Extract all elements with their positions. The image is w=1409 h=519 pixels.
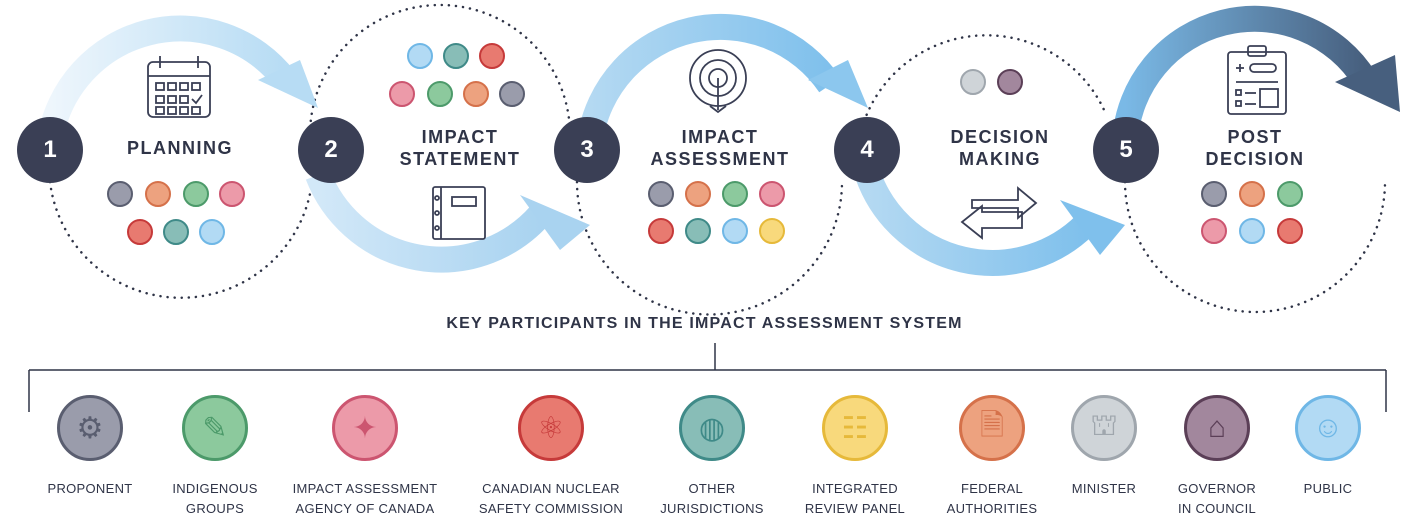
calendar-icon <box>147 56 211 118</box>
stage-4-participant-dot <box>997 69 1023 95</box>
stage-4-number: 4 <box>834 117 900 183</box>
stage-2-participant-dot <box>479 43 505 69</box>
stage-1-participant-dot <box>183 181 209 207</box>
stage-2-participant-dot <box>499 81 525 107</box>
stage-3-label: IMPACT ASSESSMENT <box>650 127 790 169</box>
arrow-5-out <box>1112 5 1377 142</box>
target-icon <box>689 49 747 114</box>
arrow-4-5 <box>855 170 1095 276</box>
feather-icon: ✎ <box>202 411 228 445</box>
participant-canadian-nuclear-safety-commission: ⚛ CANADIAN NUCLEAR SAFETY COMMISSION <box>476 395 626 519</box>
stage-3-participant-dot <box>685 181 711 207</box>
atom-icon: ⚛ <box>537 411 565 445</box>
clipboard-checklist-icon <box>1227 45 1287 115</box>
participant-label: INTEGRATED REVIEW PANEL <box>804 481 906 516</box>
document-search-icon: 🗎 <box>979 408 1005 442</box>
participant-governor-in-council: ⌂ GOVERNOR IN COUNCIL <box>1142 395 1292 519</box>
stage-5-participant-dot <box>1201 218 1227 244</box>
stage-2-participant-dot <box>389 81 415 107</box>
stage-1-participant-dot <box>219 181 245 207</box>
stage-5-participant-dot <box>1277 218 1303 244</box>
stage-5-participant-dot <box>1277 181 1303 207</box>
participant-label: MINISTER <box>1071 481 1137 496</box>
arrow-2-3 <box>305 170 550 273</box>
stage-2-number: 2 <box>298 117 364 183</box>
stage-1-participant-dot <box>107 181 133 207</box>
participant-badge: ☺ <box>1295 395 1361 461</box>
stage-1-participant-dot <box>199 219 225 245</box>
participant-public: ☺ PUBLIC <box>1253 395 1403 499</box>
parliament-tower-icon: ⛫ <box>1090 409 1118 442</box>
stage-5-number: 5 <box>1093 117 1159 183</box>
stage-5-participant-dot <box>1201 181 1227 207</box>
stage-2-participant-dot <box>463 81 489 107</box>
stage-1-label: PLANNING <box>127 138 233 158</box>
stage-1-participant-dot <box>127 219 153 245</box>
participant-label: INDIGENOUS GROUPS <box>172 481 258 516</box>
stage-3-participant-dot <box>759 181 785 207</box>
participant-label: OTHER JURISDICTIONS <box>660 481 764 516</box>
stage-4-label: DECISION MAKING <box>950 127 1050 169</box>
flow-arrows <box>37 5 1400 276</box>
stage-5-participant-dot <box>1239 181 1265 207</box>
gear-icon: ⚙ <box>76 411 104 445</box>
participant-badge: ⌂ <box>1184 395 1250 461</box>
maple-leaf-icon: ✦ <box>352 411 378 445</box>
arrow-3-4 <box>577 13 841 143</box>
participant-other-jurisdictions: ◍ OTHER JURISDICTIONS <box>637 395 787 519</box>
panel-people-icon: ☷ <box>841 411 869 445</box>
stage-3-participant-dot <box>648 218 674 244</box>
stage-1-participant-dot <box>145 181 171 207</box>
stage-3-participant-dot <box>759 218 785 244</box>
participant-federal-authorities: 🗎 FEDERAL AUTHORITIES <box>917 395 1067 519</box>
participant-label: CANADIAN NUCLEAR SAFETY COMMISSION <box>478 481 624 516</box>
stage-5-participant-dot <box>1239 218 1265 244</box>
participant-integrated-review-panel: ☷ INTEGRATED REVIEW PANEL <box>780 395 930 519</box>
participant-badge: ⚛ <box>518 395 584 461</box>
participant-badge: ✦ <box>332 395 398 461</box>
participant-badge: 🗎 <box>959 395 1025 461</box>
stage-2-label: IMPACT STATEMENT <box>399 127 521 169</box>
dotted-connectors <box>48 3 1387 316</box>
stage-5-label: POST DECISION <box>1205 127 1305 169</box>
stage-1-number: 1 <box>17 117 83 183</box>
participant-label: FEDERAL AUTHORITIES <box>946 481 1038 516</box>
exchange-arrows-icon <box>960 186 1038 240</box>
participant-indigenous-groups: ✎ INDIGENOUS GROUPS <box>140 395 290 519</box>
participant-badge: ⛫ <box>1071 395 1137 461</box>
stage-2-participant-dot <box>443 43 469 69</box>
stage-3-number: 3 <box>554 117 620 183</box>
stage-3-participant-dot <box>685 218 711 244</box>
participant-impact-assessment-agency-of-canada: ✦ IMPACT ASSESSMENT AGENCY OF CANADA <box>290 395 440 519</box>
participant-badge: ⚙ <box>57 395 123 461</box>
participant-badge: ◍ <box>679 395 745 461</box>
section-title: KEY PARTICIPANTS IN THE IMPACT ASSESSMEN… <box>446 315 963 332</box>
stage-2-participant-dot <box>427 81 453 107</box>
stage-4-participant-dot <box>960 69 986 95</box>
notebook-icon <box>432 186 486 240</box>
participant-label: IMPACT ASSESSMENT AGENCY OF CANADA <box>292 481 438 516</box>
participant-minister: ⛫ MINISTER <box>1029 395 1179 499</box>
participant-label: PROPONENT <box>47 481 133 496</box>
people-group-icon: ☺ <box>1312 411 1344 444</box>
stage-3-participant-dot <box>648 181 674 207</box>
participant-proponent: ⚙ PROPONENT <box>15 395 165 499</box>
globe-icon: ◍ <box>698 411 726 445</box>
participant-label: GOVERNOR IN COUNCIL <box>1177 481 1257 516</box>
participant-label: PUBLIC <box>1303 481 1353 496</box>
participant-badge: ☷ <box>822 395 888 461</box>
stage-1-participant-dot <box>163 219 189 245</box>
building-columns-icon: ⌂ <box>1207 411 1227 444</box>
participant-badge: ✎ <box>182 395 248 461</box>
stage-3-participant-dot <box>722 218 748 244</box>
stage-3-participant-dot <box>722 181 748 207</box>
stage-2-participant-dot <box>407 43 433 69</box>
arrow-1-2 <box>37 15 296 143</box>
